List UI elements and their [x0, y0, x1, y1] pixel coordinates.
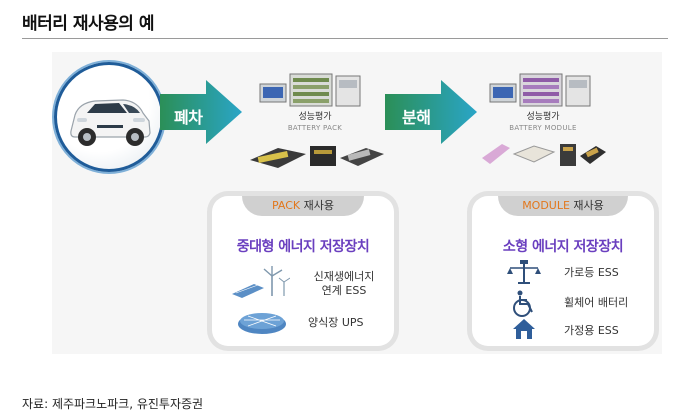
test-equipment-pack-icon: [259, 73, 361, 107]
flow-arrow-2: [385, 80, 477, 144]
pack-item-1-line1: 신재생에너지: [313, 270, 375, 283]
module-item-1-text: 가로등 ESS: [564, 266, 619, 279]
battery-module-icon: [482, 144, 606, 166]
electric-car-icon: [70, 99, 151, 146]
test-equipment-module-icon: [489, 73, 591, 107]
pack-tab-highlight: PACK: [271, 199, 301, 212]
step-scrap-label: 폐차: [174, 108, 203, 127]
fish-farm-icon: [238, 313, 286, 334]
house-icon: [513, 319, 535, 339]
module-item-2-text: 휠체어 배터리: [564, 296, 629, 309]
pack-item-1-line2: 연계 ESS: [321, 284, 367, 297]
flow-arrow-1: [160, 80, 242, 144]
module-eval-label: 성능평가: [526, 112, 560, 122]
pack-reuse-card: PACK 재사용 중대형 에너지 저장장치 신재생에너지 연계 ESS 양식장 …: [212, 196, 394, 346]
title-divider: [22, 38, 668, 39]
module-eval-sublabel: BATTERY MODULE: [509, 124, 577, 132]
module-reuse-card: MODULE 재사용 소형 에너지 저장장치 가로등 ESS 휠체어 배터리 가…: [472, 196, 654, 346]
wheelchair-icon: [513, 290, 533, 317]
module-reuse-tab: MODULE 재사용: [498, 196, 628, 216]
pack-eval-caption: 성능평가 BATTERY PACK: [245, 112, 385, 134]
pack-card-heading: 중대형 에너지 저장장치: [236, 239, 370, 255]
module-tab-text: 재사용: [569, 199, 604, 212]
pack-eval-label: 성능평가: [298, 112, 332, 122]
page-title: 배터리 재사용의 예: [22, 14, 154, 34]
pack-item-1-text: 신재생에너지 연계 ESS: [308, 270, 380, 298]
pack-tab-text: 재사용: [300, 199, 334, 212]
pack-reuse-tab: PACK 재사용: [242, 196, 364, 216]
pack-item-2-text: 양식장 UPS: [308, 316, 364, 329]
pack-eval-sublabel: BATTERY PACK: [287, 124, 343, 132]
module-tab-highlight: MODULE: [522, 199, 570, 212]
module-item-3-text: 가정용 ESS: [564, 324, 619, 337]
car-image-circle: [54, 62, 164, 172]
street-lamp-icon: [507, 260, 541, 284]
source-note: 자료: 제주파크노파크, 유진투자증권: [22, 397, 204, 411]
module-card-heading: 소형 에너지 저장장치: [502, 239, 624, 255]
module-eval-caption: 성능평가 BATTERY MODULE: [473, 112, 613, 134]
step-disassemble-label: 분해: [402, 108, 431, 127]
wind-solar-icon: [232, 266, 290, 298]
battery-pack-icon: [250, 146, 384, 168]
